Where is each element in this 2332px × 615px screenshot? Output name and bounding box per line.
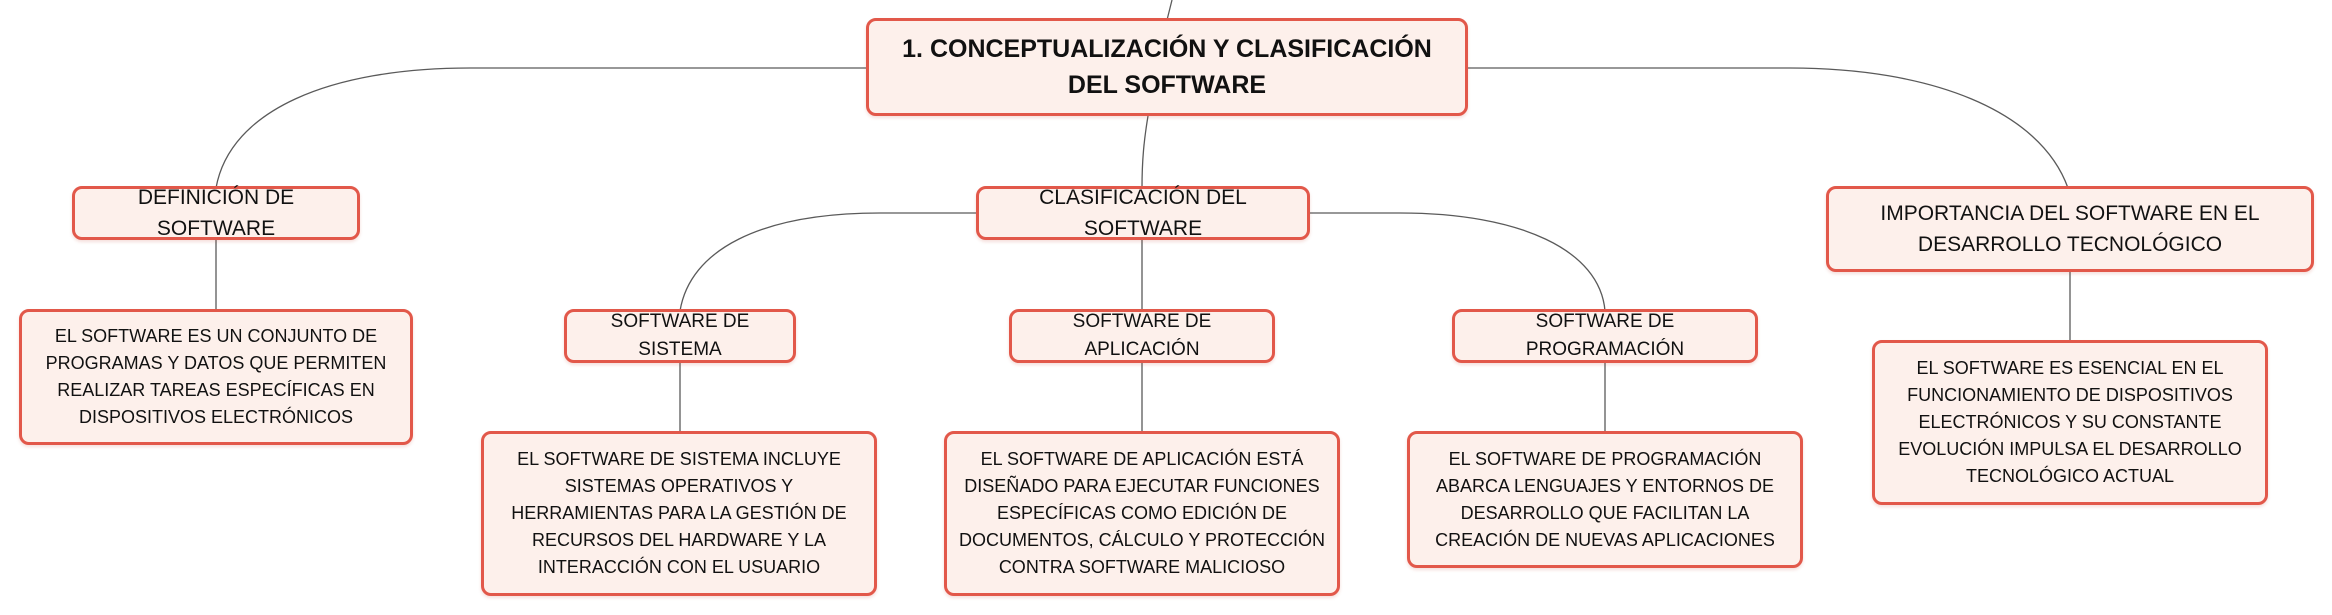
topic-importancia-del-software[interactable]: IMPORTANCIA DEL SOFTWARE EN EL DESARROLL… — [1826, 186, 2314, 272]
detail-importancia-del-software[interactable]: EL SOFTWARE ES ESENCIAL EN EL FUNCIONAMI… — [1872, 340, 2268, 505]
detail-text: EL SOFTWARE ES UN CONJUNTO DE PROGRAMAS … — [45, 326, 387, 427]
detail-software-de-sistema[interactable]: EL SOFTWARE DE SISTEMA INCLUYE SISTEMAS … — [481, 431, 877, 596]
detail-text: EL SOFTWARE DE PROGRAMACIÓN ABARCA LENGU… — [1435, 448, 1775, 550]
detail-definicion-de-software[interactable]: EL SOFTWARE ES UN CONJUNTO DE PROGRAMAS … — [19, 309, 413, 445]
detail-text: EL SOFTWARE DE APLICACIÓN ESTÁ DISEÑADO … — [958, 449, 1326, 577]
topic-label: IMPORTANCIA DEL SOFTWARE EN EL DESARROLL… — [1880, 202, 2260, 256]
connector-root-definicion — [215, 67, 868, 189]
connector-clasificacion-programacion — [1308, 212, 1606, 312]
root-topic-node[interactable]: 1. CONCEPTUALIZACIÓN Y CLASIFICACIÓN DEL… — [866, 18, 1468, 116]
topic-label: SOFTWARE DE PROGRAMACIÓN — [1525, 311, 1685, 360]
connector-clasificacion-sistema — [679, 212, 978, 312]
connector-root-importancia — [1465, 67, 2069, 189]
connector-root-clasificacion — [1141, 115, 1149, 189]
detail-text: EL SOFTWARE DE SISTEMA INCLUYE SISTEMAS … — [511, 449, 847, 577]
detail-software-de-aplicacion[interactable]: EL SOFTWARE DE APLICACIÓN ESTÁ DISEÑADO … — [944, 431, 1340, 596]
topic-software-de-aplicacion[interactable]: SOFTWARE DE APLICACIÓN — [1009, 309, 1275, 363]
topic-software-de-programacion[interactable]: SOFTWARE DE PROGRAMACIÓN — [1452, 309, 1758, 363]
detail-software-de-programacion[interactable]: EL SOFTWARE DE PROGRAMACIÓN ABARCA LENGU… — [1407, 431, 1803, 568]
root-topic-label: 1. CONCEPTUALIZACIÓN Y CLASIFICACIÓN DEL… — [902, 35, 1432, 99]
topic-label: CLASIFICACIÓN DEL SOFTWARE — [1039, 186, 1247, 240]
topic-label: DEFINICIÓN DE SOFTWARE — [137, 186, 295, 240]
connector-root-incoming — [1166, 0, 1173, 21]
topic-label: SOFTWARE DE SISTEMA — [610, 311, 750, 360]
topic-label: SOFTWARE DE APLICACIÓN — [1072, 311, 1212, 360]
detail-text: EL SOFTWARE ES ESENCIAL EN EL FUNCIONAMI… — [1898, 358, 2242, 486]
topic-clasificacion-del-software[interactable]: CLASIFICACIÓN DEL SOFTWARE — [976, 186, 1310, 240]
topic-software-de-sistema[interactable]: SOFTWARE DE SISTEMA — [564, 309, 796, 363]
topic-definicion-de-software[interactable]: DEFINICIÓN DE SOFTWARE — [72, 186, 360, 240]
